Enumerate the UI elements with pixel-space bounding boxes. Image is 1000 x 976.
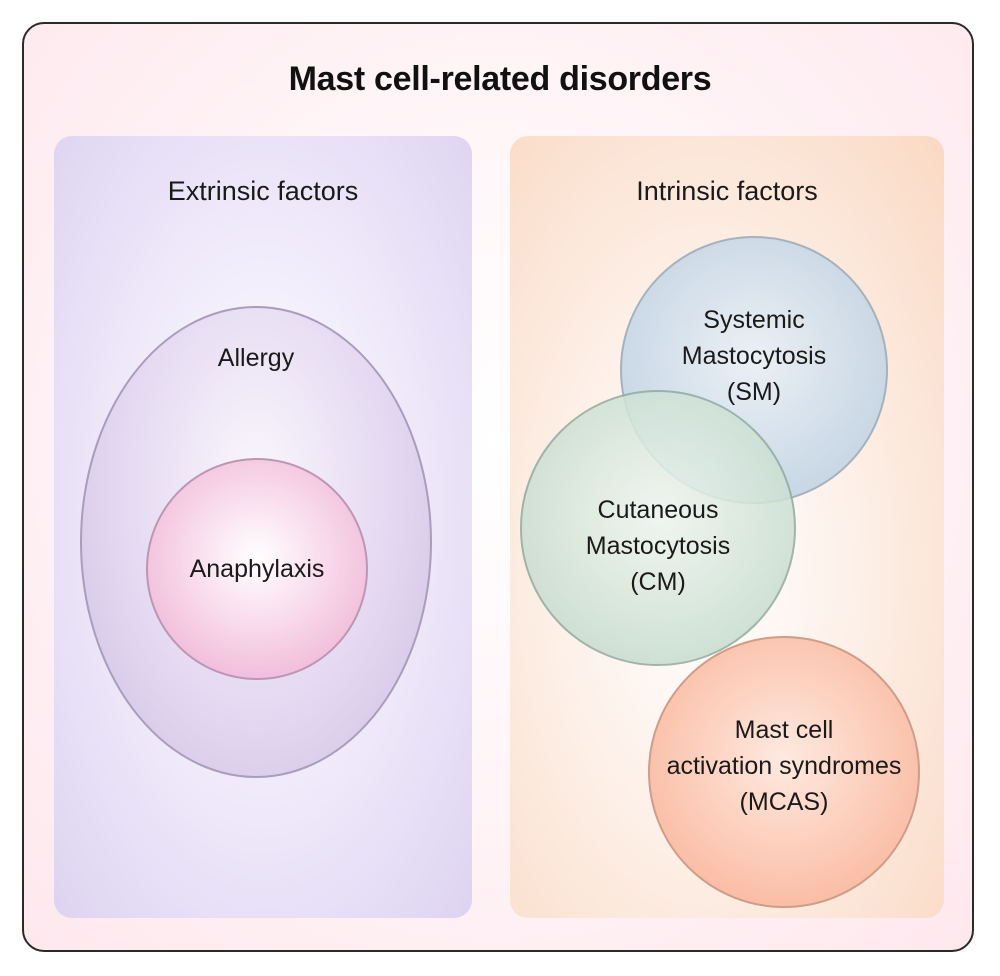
cutaneous-mastocytosis-circle [520, 390, 796, 666]
extrinsic-heading: Extrinsic factors [167, 176, 359, 206]
sm-label: Systemic Mastocytosis (SM) [620, 302, 888, 410]
cm-label-line2: Mastocytosis [585, 532, 731, 560]
cm-label-line3: (CM) [630, 568, 686, 596]
mcas-label-line1: Mast cell [734, 716, 834, 744]
mcas-circle [648, 636, 920, 908]
cm-label: Cutaneous Mastocytosis (CM) [520, 492, 796, 600]
mcas-label-line2: activation syndromes [666, 752, 902, 780]
mcas-label-line3: (MCAS) [739, 788, 829, 816]
diagram-title: Mast cell-related disorders [288, 60, 712, 98]
allergy-label: Allergy [217, 344, 295, 372]
anaphylaxis-circle [146, 458, 368, 680]
sm-label-line1: Systemic [703, 306, 805, 334]
intrinsic-heading: Intrinsic factors [636, 176, 818, 206]
mcas-label: Mast cell activation syndromes (MCAS) [630, 712, 938, 820]
sm-label-line3: (SM) [726, 378, 782, 406]
sm-label-line2: Mastocytosis [681, 342, 827, 370]
cm-label-line1: Cutaneous [597, 496, 719, 524]
anaphylaxis-label: Anaphylaxis [189, 555, 325, 583]
